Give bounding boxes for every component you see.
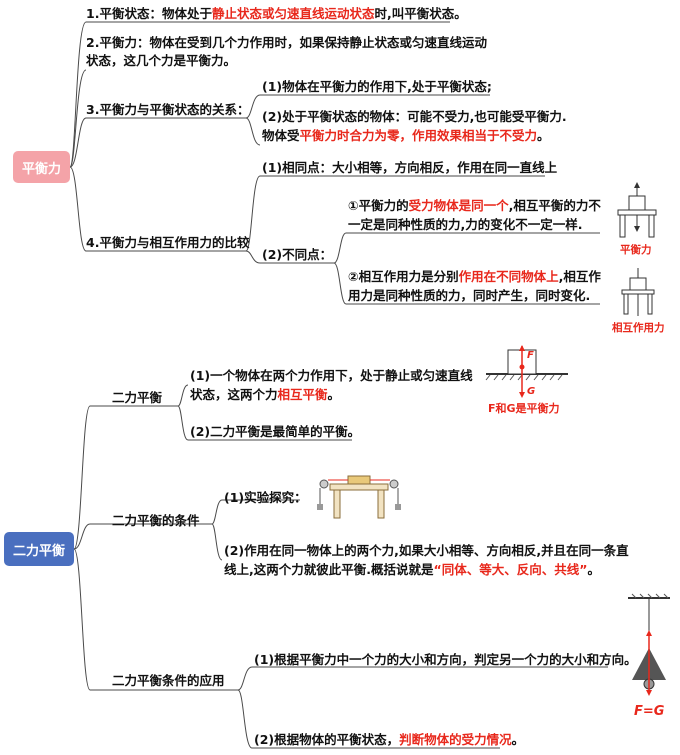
caption-balanced-force: 平衡力: [620, 244, 652, 256]
item-balanced-force-line2: 状态，这几个力是平衡力。: [86, 53, 237, 68]
definition-line1: (1)一个物体在两个力作用下，处于静止或匀速直线: [190, 368, 473, 383]
balanced-force-figure: [617, 182, 657, 238]
condition-line2: 线上,这两个力就彼此平衡.概括说就是“同体、等大、反向、共线”。: [224, 562, 600, 577]
diff-point-1-line1: ①平衡力的受力物体是同一个,相互平衡的力不: [348, 198, 601, 213]
caption-interaction-force: 相互作用力: [612, 322, 665, 334]
experiment-label: (1)实验探究：: [224, 490, 307, 505]
experiment-figure: [317, 475, 401, 519]
branch-application: 二力平衡条件的应用: [112, 673, 225, 688]
force-label-g: G: [527, 386, 535, 397]
root-node-two-force-balance: 二力平衡: [4, 532, 74, 566]
simplest-balance: (2)二力平衡是最简单的平衡。: [190, 424, 361, 439]
hanging-object-figure: [628, 593, 670, 696]
root-node-balanced-force: 平衡力: [13, 151, 70, 183]
relation-point-2-line1: (2)处于平衡状态的物体：可能不受力,也可能受平衡力.: [262, 109, 567, 124]
branch-two-force-balance: 二力平衡: [112, 390, 163, 405]
diff-point-2-line1: ②相互作用力是分别作用在不同物体上,相互作: [348, 269, 601, 284]
item-balance-state: 1.平衡状态：物体处于静止状态或匀速直线运动状态时,叫平衡状态。: [86, 6, 467, 21]
condition-line1: (2)作用在同一物体上的两个力,如果大小相等、方向相反,并且在同一条直: [224, 543, 629, 558]
caption-f-and-g: F和G是平衡力: [488, 402, 560, 415]
relation-point-1: (1)物体在平衡力的作用下,处于平衡状态;: [262, 79, 492, 94]
comparison-same: (1)相同点：大小相等，方向相反，作用在同一直线上: [262, 160, 558, 175]
diff-point-2-line2: 用力是同种性质的力，同时产生，同时变化.: [348, 288, 591, 303]
item-comparison-label: 4.平衡力与相互作用力的比较: [86, 235, 250, 250]
interaction-force-figure: [621, 268, 655, 316]
application-1: (1)根据平衡力中一个力的大小和方向，判定另一个力的大小和方向。: [254, 652, 637, 667]
caption-f-equals-g: F=G: [634, 704, 665, 719]
force-label-f: F: [527, 350, 534, 361]
relation-point-2-line2: 物体受平衡力时合力为零，作用效果相当于不受力。: [262, 128, 550, 143]
branch-conditions: 二力平衡的条件: [112, 513, 200, 528]
block-force-figure: F G: [485, 345, 568, 398]
application-2: (2)根据物体的平衡状态，判断物体的受力情况。: [254, 732, 525, 747]
item-relation-label: 3.平衡力与平衡状态的关系：: [86, 102, 250, 117]
definition-line2: 状态，这两个力相互平衡。: [190, 387, 341, 402]
item-balanced-force-line1: 2.平衡力：物体在受到几个力作用时，如果保持静止状态或匀速直线运动: [86, 35, 487, 50]
diff-point-1-line2: 一定是同种性质的力,力的变化不一定一样.: [348, 217, 583, 232]
comparison-diff-label: (2)不同点：: [262, 247, 333, 262]
